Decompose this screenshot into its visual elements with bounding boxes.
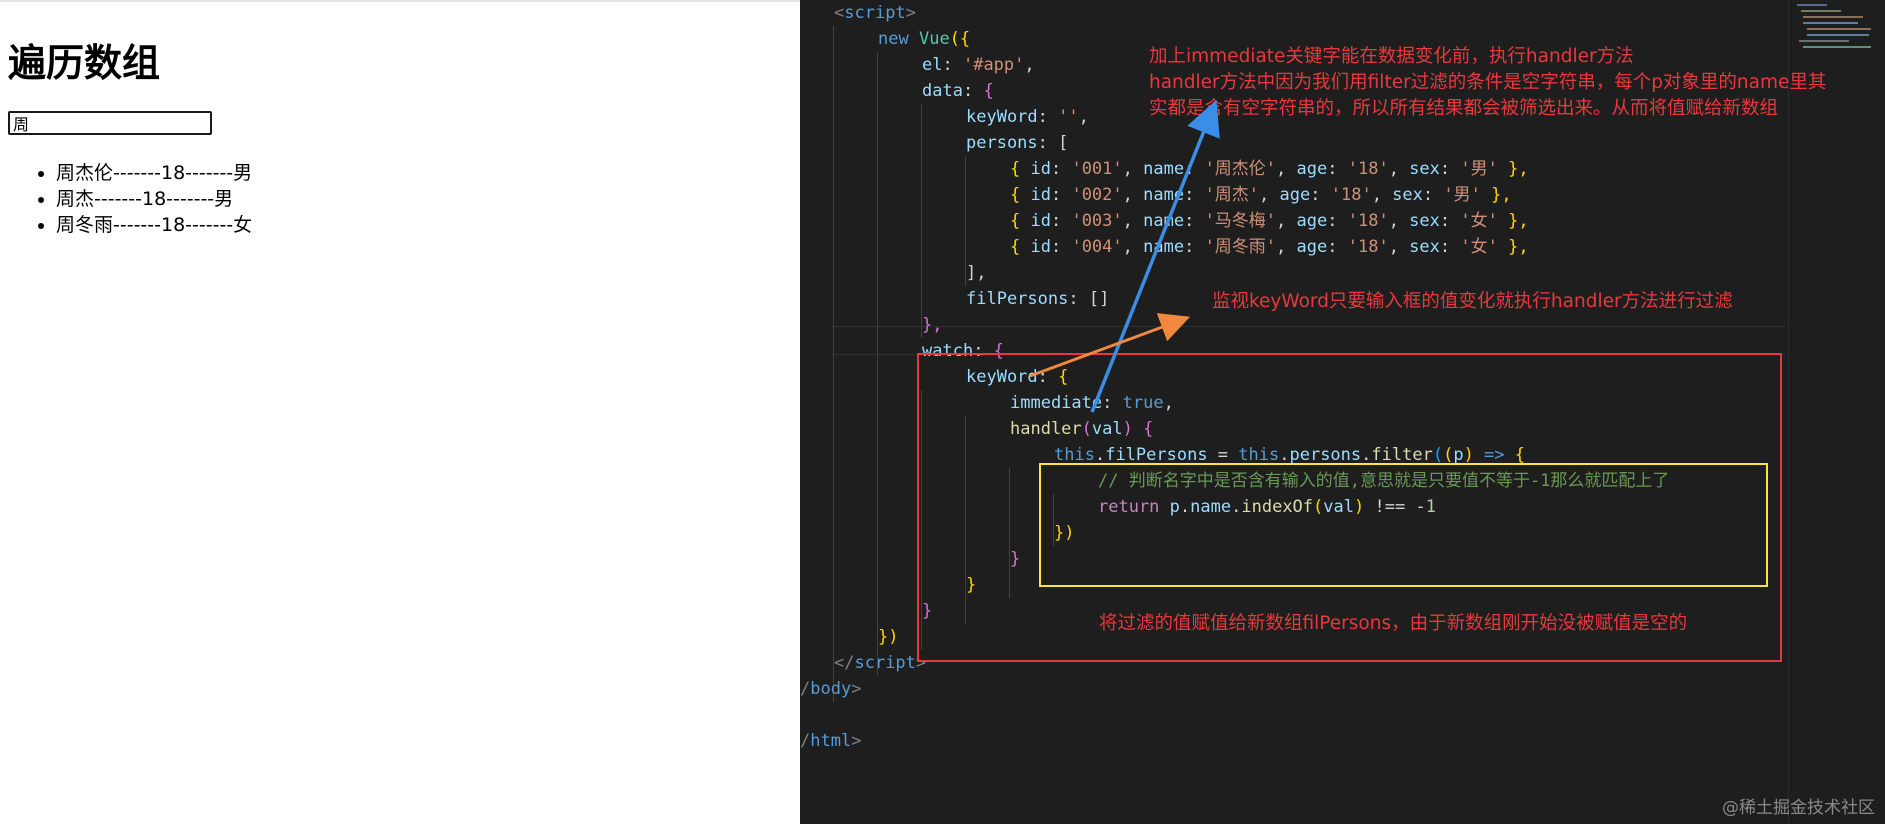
code-line: }) [1054,523,1075,543]
immediate-note-line-3: 实都是含有空字符串的，所以所有结果都会被筛选出来。从而将值赋给新数组 [1149,98,1779,119]
filter-highlight-box [1039,463,1768,587]
code-line: new Vue({ [878,29,971,49]
indent-guide [1009,468,1010,598]
code-line: } [966,575,977,595]
code-line: return p.name.indexOf(val) !== -1 [1098,497,1436,517]
code-line: /body> [800,679,862,699]
code-line: handler(val) { [1010,419,1154,439]
code-line: } [922,601,933,621]
code-line: </script> [834,653,927,673]
code-line: { id: '001', name: '周杰伦', age: '18', sex… [1010,159,1529,179]
code-line: { id: '003', name: '马冬梅', age: '18', sex… [1010,211,1529,231]
indent-guide [921,104,922,338]
vertical-scrollbar[interactable] [1871,0,1885,824]
watch-note: 监视keyWord只要输入框的值变化就执行handler方法进行过滤 [1212,291,1733,312]
search-input[interactable] [8,111,212,135]
assign-note: 将过滤的值赋值给新数组filPersons，由于新数组刚开始没被赋值是空的 [1099,613,1688,634]
browser-preview: 遍历数组 周杰伦-------18-------男 周杰-------18---… [0,0,800,824]
code-line: keyWord: '', [966,107,1089,127]
code-line: { id: '004', name: '周冬雨', age: '18', sex… [1010,237,1529,257]
code-line: <script> [834,3,916,23]
indent-guide [1053,494,1054,546]
code-line: ], [966,263,987,283]
code-line: watch: { [922,341,1004,361]
code-line: } [1010,549,1021,569]
list-item: 周杰伦-------18-------男 [56,160,252,186]
indent-guide [877,52,878,676]
code-line: persons: [ [966,133,1069,153]
code-line: }, [922,315,943,335]
page-heading: 遍历数组 [8,41,161,85]
indent-guide [965,416,966,624]
code-line: }) [878,627,899,647]
immediate-note-line-2: handler方法中因为我们用filter过滤的条件是空字符串，每个p对象里的n… [1149,72,1827,93]
code-comment: // 判断名字中是否含有输入的值,意思就是只要值不等于-1那么就匹配上了 [1098,471,1670,491]
code-editor[interactable]: <script> new Vue({ el: '#app', data: { k… [800,0,1885,824]
code-line: this.filPersons = this.persons.filter((p… [1054,445,1526,465]
code-line: filPersons: [] [966,289,1110,309]
code-line: data: { [922,81,994,101]
indent-guide [965,156,966,286]
list-item: 周冬雨-------18-------女 [56,212,252,238]
person-list: 周杰伦-------18-------男 周杰-------18-------男… [16,160,252,238]
code-line: { id: '002', name: '周杰', age: '18', sex:… [1010,185,1512,205]
watermark: @稀土掘金技术社区 [1722,798,1875,818]
immediate-note-line-1: 加上immediate关键字能在数据变化前，执行handler方法 [1149,46,1634,67]
minimap[interactable] [1788,0,1885,824]
code-line: el: '#app', [922,55,1035,75]
list-item: 周杰-------18-------男 [56,186,252,212]
indent-guide [833,26,834,702]
watch-highlight-box [917,353,1782,662]
indent-guide [921,390,922,650]
code-line: /html> [800,731,862,751]
